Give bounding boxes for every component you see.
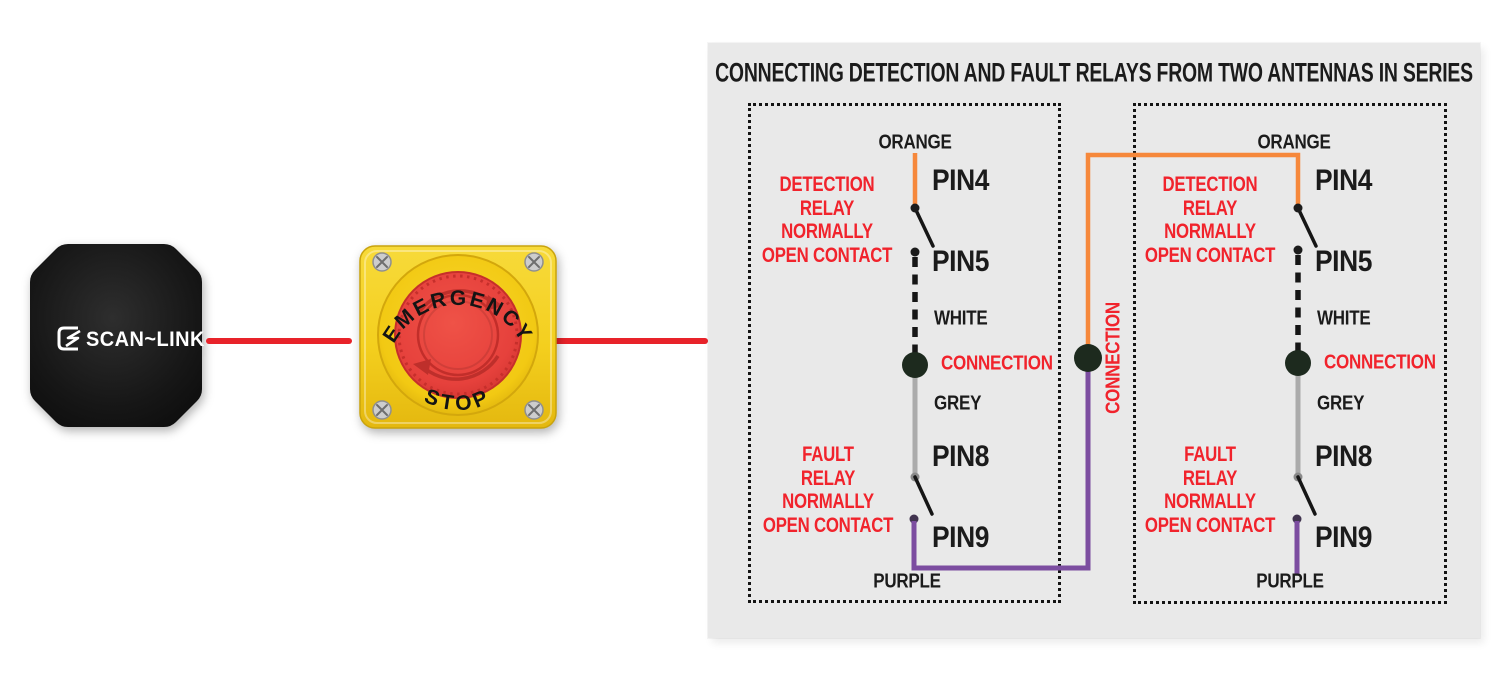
screw-icon bbox=[524, 252, 544, 272]
detection-switch-antenna2 bbox=[1296, 206, 1318, 248]
estop-housing-highlight bbox=[364, 250, 552, 424]
fault-relay-note-antenna2: FAULT RELAY NORMALLY OPEN CONTACT bbox=[1144, 443, 1276, 537]
pin9-label-antenna1: PIN9 bbox=[932, 521, 989, 554]
note-line: FAULT bbox=[1184, 443, 1236, 466]
pin5-label-antenna2: PIN5 bbox=[1315, 245, 1372, 278]
pin4-contact-antenna2 bbox=[1293, 203, 1303, 213]
connection-dot-antenna1 bbox=[902, 352, 928, 378]
scanlink-logo-icon bbox=[57, 326, 81, 351]
diagram-wires bbox=[902, 152, 1318, 574]
connection-label-antenna2: CONNECTION bbox=[1324, 351, 1436, 374]
fault-switch-antenna2 bbox=[1296, 475, 1317, 516]
pin8-label-antenna1: PIN8 bbox=[932, 440, 989, 473]
series-junction-dot bbox=[1074, 344, 1102, 372]
note-line: DETECTION bbox=[1162, 173, 1258, 196]
grey-label-antenna2: GREY bbox=[1317, 392, 1365, 415]
antenna-brand-label: SCAN~LINK bbox=[86, 328, 205, 352]
screw-icon bbox=[372, 252, 392, 272]
grey-label-antenna1: GREY bbox=[934, 392, 982, 415]
detection-switch-antenna1 bbox=[913, 206, 935, 248]
pin5-contact-antenna1 bbox=[910, 247, 920, 257]
note-line: OPEN CONTACT bbox=[762, 513, 894, 537]
connection-dot-antenna2 bbox=[1285, 350, 1311, 376]
antenna2-boundary bbox=[1133, 103, 1447, 604]
scanlink-antenna: SCAN~LINK bbox=[30, 244, 205, 427]
orange-label-antenna2: ORANGE bbox=[1257, 131, 1331, 154]
antenna1-boundary bbox=[748, 103, 1061, 603]
pin5-label-antenna1: PIN5 bbox=[932, 245, 989, 278]
emergency-stop-button[interactable]: EMERGENCY STOP bbox=[356, 238, 560, 434]
note-line: NORMALLY bbox=[1164, 490, 1256, 513]
note-line: NORMALLY bbox=[782, 490, 874, 513]
note-line: OPEN CONTACT bbox=[1144, 243, 1276, 267]
note-line: OPEN CONTACT bbox=[1144, 513, 1276, 537]
note-line: RELAY bbox=[1182, 466, 1238, 490]
rotate-arrow-icon bbox=[413, 289, 503, 381]
note-line: DETECTION bbox=[779, 173, 875, 196]
diagram-panel: CONNECTING DETECTION AND FAULT RELAYS FR… bbox=[708, 43, 1480, 638]
antenna-body bbox=[30, 244, 202, 427]
series-connection-label: CONNECTION bbox=[1102, 302, 1125, 414]
pin8-label-antenna2: PIN8 bbox=[1315, 440, 1372, 473]
orange-series-wire bbox=[1085, 152, 1301, 358]
note-line: FAULT bbox=[802, 443, 854, 466]
note-line: RELAY bbox=[800, 466, 856, 490]
orange-label-antenna1: ORANGE bbox=[878, 131, 952, 154]
purple-label-antenna2: PURPLE bbox=[1256, 570, 1324, 593]
pin4-label-antenna2: PIN4 bbox=[1315, 164, 1372, 197]
white-label-antenna1: WHITE bbox=[934, 307, 988, 330]
note-line: OPEN CONTACT bbox=[761, 243, 893, 267]
screw-icon bbox=[372, 400, 392, 420]
pin4-contact-antenna1 bbox=[910, 203, 920, 213]
screw-icon bbox=[524, 400, 544, 420]
pin4-label-antenna1: PIN4 bbox=[932, 164, 989, 197]
connection-label-antenna1: CONNECTION bbox=[941, 352, 1053, 375]
diagram-title: CONNECTING DETECTION AND FAULT RELAYS FR… bbox=[715, 57, 1473, 88]
purple-label-antenna1: PURPLE bbox=[873, 570, 941, 593]
estop-screws bbox=[372, 252, 544, 420]
note-line: NORMALLY bbox=[1164, 220, 1256, 243]
pin9-label-antenna2: PIN9 bbox=[1315, 521, 1372, 554]
detection-relay-note-antenna2: DETECTION RELAY NORMALLY OPEN CONTACT bbox=[1144, 173, 1276, 267]
estop-red-button[interactable] bbox=[394, 271, 522, 399]
connector-wire-left bbox=[206, 338, 352, 344]
pin5-contact-antenna2 bbox=[1293, 245, 1303, 255]
connector-wire-right bbox=[535, 338, 708, 344]
fault-switch-antenna1 bbox=[913, 475, 934, 516]
note-line: NORMALLY bbox=[781, 220, 873, 243]
note-line: RELAY bbox=[799, 196, 855, 220]
white-label-antenna2: WHITE bbox=[1317, 307, 1371, 330]
purple-wire-antenna1 bbox=[911, 369, 1091, 571]
note-line: RELAY bbox=[1182, 196, 1238, 220]
detection-relay-note-antenna1: DETECTION RELAY NORMALLY OPEN CONTACT bbox=[761, 173, 893, 267]
fault-relay-note-antenna1: FAULT RELAY NORMALLY OPEN CONTACT bbox=[762, 443, 894, 537]
